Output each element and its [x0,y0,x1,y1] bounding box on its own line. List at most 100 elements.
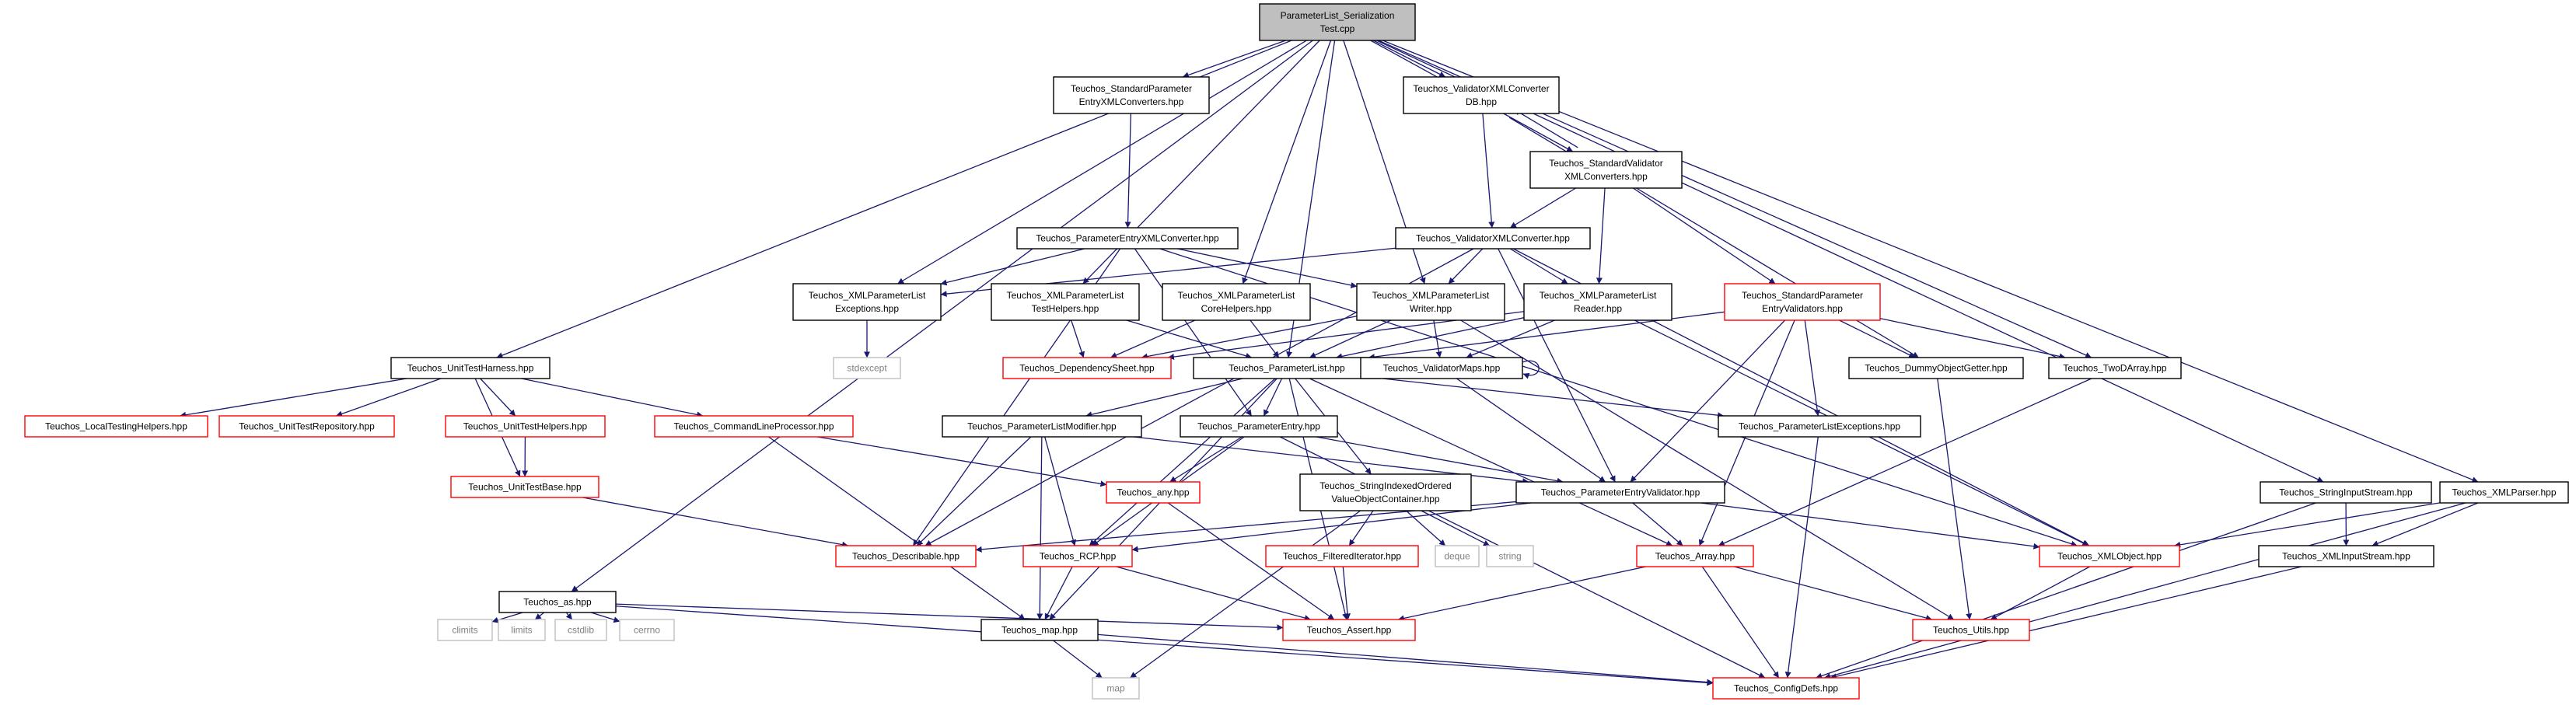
edge-param_entry_validator-to-array [1632,502,1683,546]
node-label-line: EntryValidators.hpp [1762,303,1843,314]
edge-stdparam_entry_conv-to-param_entry_conv [1124,113,1132,229]
node-box [1718,415,1921,438]
node-label-line: Teuchos_LocalTestingHelpers.hpp [45,421,187,432]
node-rcp[interactable]: Teuchos_RCP.hpp [1022,545,1133,567]
edge-xmlpl_testhelpers-to-dependency_sheet [1071,319,1085,358]
edge-xml_input_stream-to-config_defs [1830,566,2302,680]
node-label-line: Teuchos_Assert.hpp [1307,625,1392,636]
node-box [1848,357,2024,379]
edge-xmlpl_writer-to-dependency_sheet [1141,316,1358,360]
node-dummy-object-getter[interactable]: Teuchos_DummyObjectGetter.hpp [1848,357,2024,379]
node-xml-input-stream[interactable]: Teuchos_XMLInputStream.hpp [2258,545,2434,567]
node-std-param-validators[interactable]: Teuchos_StandardParameterEntryValidators… [1724,283,1881,321]
node-unit-test-helpers[interactable]: Teuchos_UnitTestHelpers.hpp [445,415,606,438]
node-stdexcept: stdexcept [833,357,901,379]
node-box [991,283,1140,321]
edge-validator_conv-to-xmlpl_writer [1448,248,1484,284]
node-map-hpp[interactable]: Teuchos_map.hpp [980,619,1099,641]
node-label-line: limits [511,625,532,636]
edge-std_validator_conv-to-validator_conv_db [1514,109,1578,148]
edge-teuchos_as-to-climits [491,612,523,623]
node-box [2039,545,2180,567]
node-dependency-sheet[interactable]: Teuchos_DependencySheet.hpp [1002,357,1172,379]
node-string-input-stream[interactable]: Teuchos_StringInputStream.hpp [2260,481,2432,504]
node-label-line: Teuchos_XMLObject.hpp [2057,551,2162,562]
node-pl-modifier[interactable]: Teuchos_ParameterListModifier.hpp [942,415,1142,438]
edge-map_hpp-to-config_defs [1097,633,1714,686]
edge-unit_test_harness-to-command_line_processor [521,378,704,418]
node-unit-test-repository[interactable]: Teuchos_UnitTestRepository.hpp [218,415,395,438]
edge-map_hpp-to-map [1053,640,1103,679]
edge-two_d_array-to-array [1718,378,2092,546]
node-array[interactable]: Teuchos_Array.hpp [1636,545,1754,567]
node-box [1529,151,1683,189]
node-climits: climits [437,619,493,641]
node-label-line: Teuchos_UnitTestRepository.hpp [239,421,375,432]
node-parameter-entry[interactable]: Teuchos_ParameterEntry.hpp [1180,415,1338,438]
node-box [1022,545,1133,567]
node-label-line: TestHelpers.hpp [1032,303,1099,314]
node-param-entry-validator[interactable]: Teuchos_ParameterEntryValidator.hpp [1515,481,1725,504]
node-unit-test-harness[interactable]: Teuchos_UnitTestHarness.hpp [390,357,551,379]
node-label-line: XMLConverters.hpp [1564,171,1648,182]
node-label-line: Teuchos_StandardParameter [1742,290,1863,301]
node-label-line: Teuchos_StandardValidator [1549,158,1663,169]
node-box [980,619,1099,641]
node-label-line: Teuchos_ParameterListModifier.hpp [967,421,1117,432]
node-box [450,476,599,498]
node-label-line: Teuchos_ValidatorXMLConverter.hpp [1416,233,1570,244]
node-teuchos-as[interactable]: Teuchos_as.hpp [498,591,617,613]
node-describable[interactable]: Teuchos_Describable.hpp [835,545,977,567]
node-label-line: Teuchos_XMLParameterList [1540,290,1657,301]
edge-command_line_processor-to-map_hpp [768,436,1026,620]
node-xml-parser[interactable]: Teuchos_XMLParser.hpp [2439,481,2569,504]
node-config-defs[interactable]: Teuchos_ConfigDefs.hpp [1712,677,1860,700]
node-assert[interactable]: Teuchos_Assert.hpp [1282,619,1416,641]
edge-array-to-assert [1397,566,1646,622]
node-validator-maps[interactable]: Teuchos_ValidatorMaps.hpp [1360,357,1523,379]
node-box [1724,283,1881,321]
edge-string_indexed-to-string [1421,510,1491,546]
node-string-indexed[interactable]: Teuchos_StringIndexedOrderedValueObjectC… [1299,473,1472,511]
edge-pl_modifier-to-rcp [1044,436,1077,546]
node-any[interactable]: Teuchos_any.hpp [1106,481,1201,504]
edge-xmlpl_writer-to-utils [1460,319,1955,620]
node-label-line: Exceptions.hpp [835,303,899,314]
edge-xml_parser-to-xml_input_stream [2372,502,2479,546]
node-unit-test-base[interactable]: Teuchos_UnitTestBase.hpp [450,476,599,498]
node-deque: deque [1435,545,1480,567]
edge-unit_test_harness-to-unit_test_repository [336,378,442,417]
edge-filtered_iterator-to-assert [1342,566,1351,620]
node-pl-exceptions[interactable]: Teuchos_ParameterListExceptions.hpp [1718,415,1921,438]
node-box [498,619,546,641]
node-box [1282,619,1416,641]
node-param-entry-conv[interactable]: Teuchos_ParameterEntryXMLConverter.hpp [1016,227,1239,250]
node-label-line: Teuchos_UnitTestHelpers.hpp [463,421,588,432]
node-box [445,415,606,438]
edge-pl_modifier-to-map_hpp [1036,436,1043,620]
node-label-line: Teuchos_ParameterEntry.hpp [1197,421,1320,432]
node-parameter-list[interactable]: Teuchos_ParameterList.hpp [1193,357,1381,379]
node-validator-conv[interactable]: Teuchos_ValidatorXMLConverter.hpp [1395,227,1591,250]
node-label-line: Teuchos_RCP.hpp [1040,551,1117,562]
node-label-line: climits [452,625,477,636]
node-utils[interactable]: Teuchos_Utils.hpp [1912,619,2030,641]
node-stdparam-entry-conv[interactable]: Teuchos_StandardParameterEntryXMLConvert… [1053,76,1210,114]
node-filtered-iterator[interactable]: Teuchos_FilteredIterator.hpp [1265,545,1419,567]
edge-parameter_entry-to-param_entry_validator [1316,436,1564,484]
node-box [1636,545,1754,567]
node-xml-object[interactable]: Teuchos_XMLObject.hpp [2039,545,2180,567]
edge-root-to-validator_conv_db [1372,40,1446,78]
node-std-validator-conv[interactable]: Teuchos_StandardValidatorXMLConverters.h… [1529,151,1683,189]
edge-string_indexed-to-filtered_iterator [1348,510,1374,546]
node-command-line-processor[interactable]: Teuchos_CommandLineProcessor.hpp [654,415,854,438]
node-local-testing-helpers[interactable]: Teuchos_LocalTestingHelpers.hpp [24,415,208,438]
node-two-d-array[interactable]: Teuchos_TwoDArray.hpp [2048,357,2182,379]
